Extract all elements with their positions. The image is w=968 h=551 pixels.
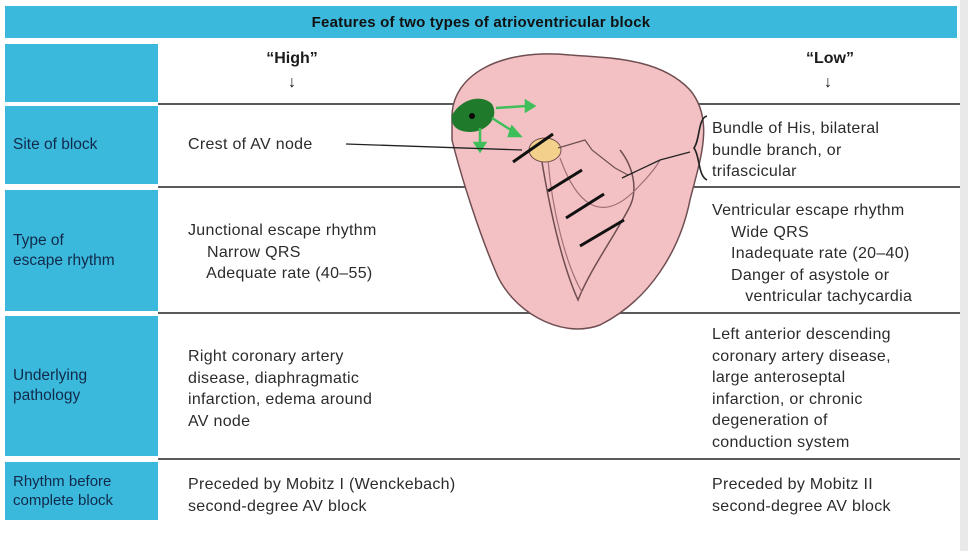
leader-line-low: [621, 151, 691, 179]
bundle-of-his: [557, 139, 629, 176]
septum-outline: [539, 149, 635, 302]
down-arrow-icon: ↓: [824, 74, 832, 91]
impulse-arrows: [472, 98, 537, 154]
window-edge: [960, 0, 968, 551]
row-label-underlying-pathology: Underlying pathology: [5, 316, 158, 456]
low-underlying-pathology: Left anterior descending coronary artery…: [712, 326, 891, 451]
block-bars: [512, 132, 625, 248]
high-escape-rhythm: Junctional escape rhythm Narrow QRS Adeq…: [188, 222, 377, 282]
figure-title: Features of two types of atrioventricula…: [5, 6, 957, 38]
bundle-branch-right: [547, 159, 583, 293]
column-header-low: “Low”: [806, 50, 854, 67]
high-underlying-pathology: Right coronary artery disease, diaphragm…: [188, 348, 373, 430]
heart-outline: [451, 53, 705, 330]
leader-line-high: [345, 143, 523, 151]
down-arrow-icon: ↓: [288, 74, 296, 91]
high-site-of-block: Crest of AV node: [188, 136, 313, 153]
av-node: [528, 137, 562, 163]
high-rhythm-before-block: Preceded by Mobitz I (Wenckebach) second…: [188, 476, 456, 515]
row-label-type-of-escape-rhythm: Type of escape rhythm: [5, 190, 158, 311]
row-divider: [158, 458, 960, 460]
sa-node-center: [469, 113, 475, 119]
row-label-site-of-block: Site of block: [5, 106, 158, 184]
low-rhythm-before-block: Preceded by Mobitz II second-degree AV b…: [712, 476, 891, 515]
low-escape-rhythm: Ventricular escape rhythm Wide QRS Inade…: [712, 202, 913, 305]
column-header-high: “High”: [266, 50, 318, 67]
bundle-branch-left: [559, 157, 661, 208]
low-bracket: [693, 115, 708, 181]
row-label-rhythm-before-complete-block: Rhythm before complete block: [5, 462, 158, 520]
header-blank-cell: [5, 44, 158, 102]
low-site-of-block: Bundle of His, bilateral bundle branch, …: [712, 120, 880, 180]
